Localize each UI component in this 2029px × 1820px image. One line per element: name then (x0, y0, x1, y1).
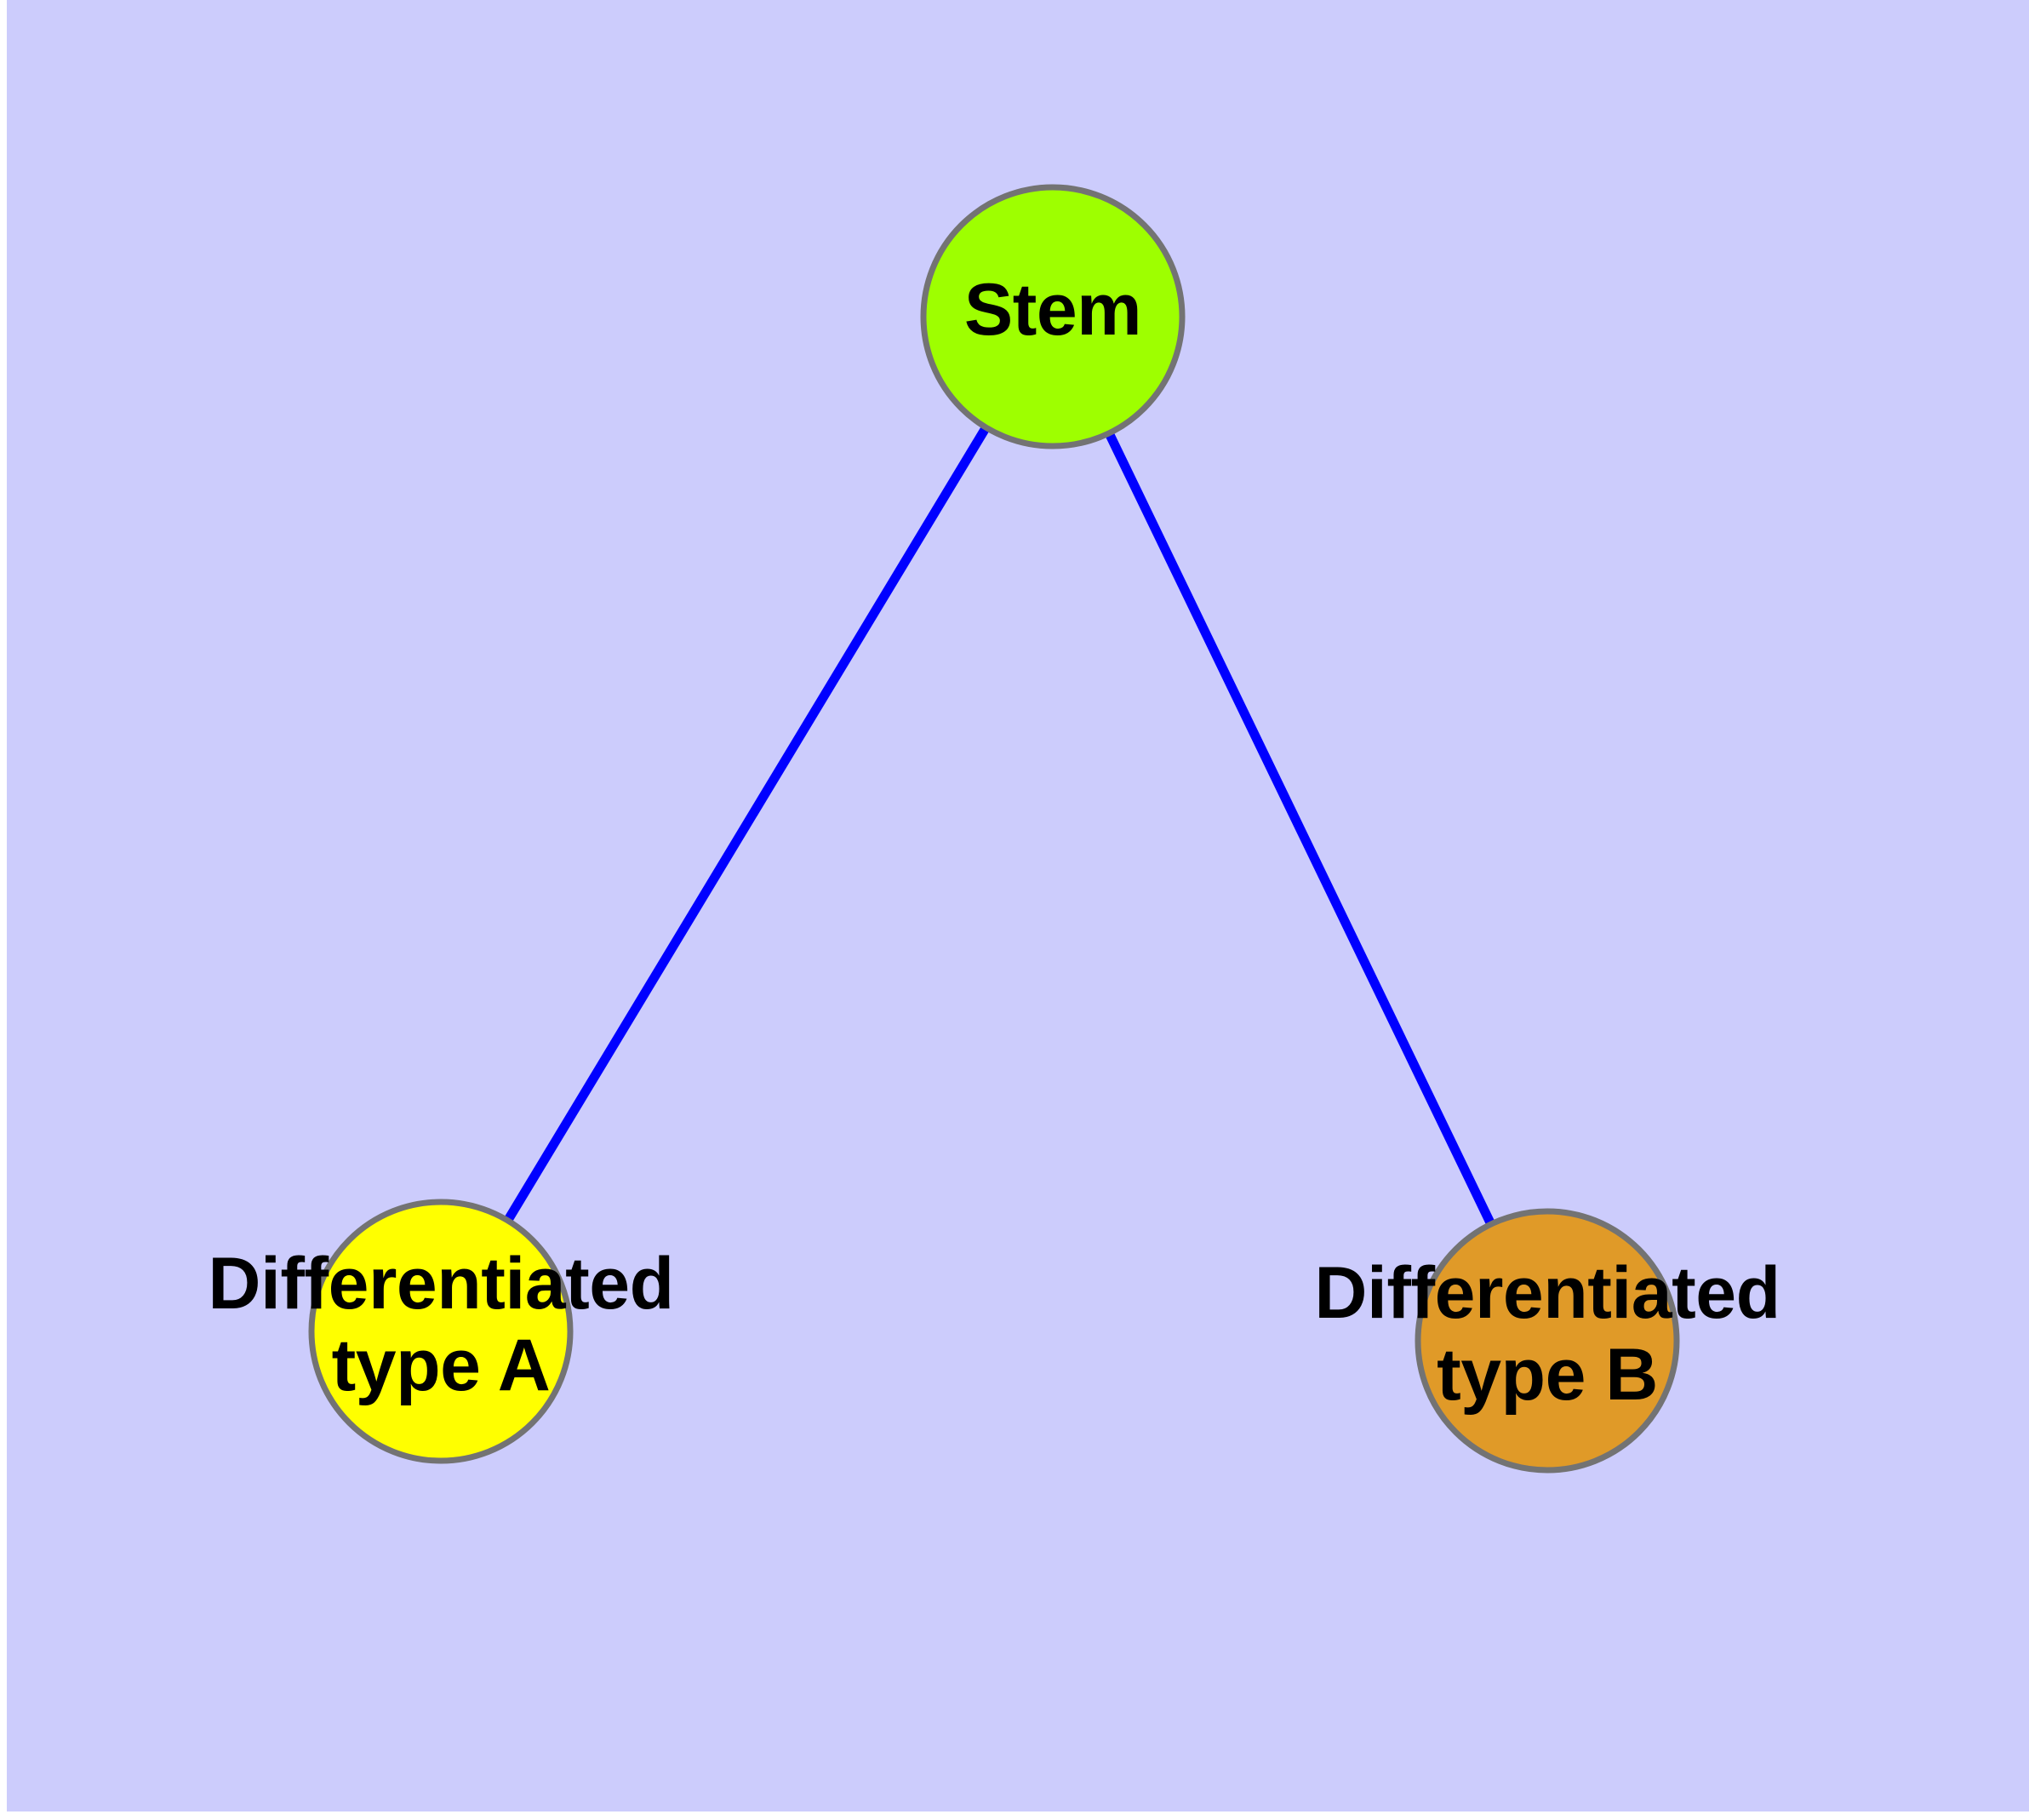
edge-stem-to-diff_a (502, 423, 992, 1225)
edge-stem-to-diff_b (1104, 429, 1496, 1228)
node-diff_a[interactable] (308, 1199, 574, 1464)
node-stem[interactable] (920, 184, 1186, 449)
node-layer (308, 184, 1680, 1474)
edge-layer (502, 423, 1496, 1228)
node-diff_b[interactable] (1415, 1208, 1680, 1474)
